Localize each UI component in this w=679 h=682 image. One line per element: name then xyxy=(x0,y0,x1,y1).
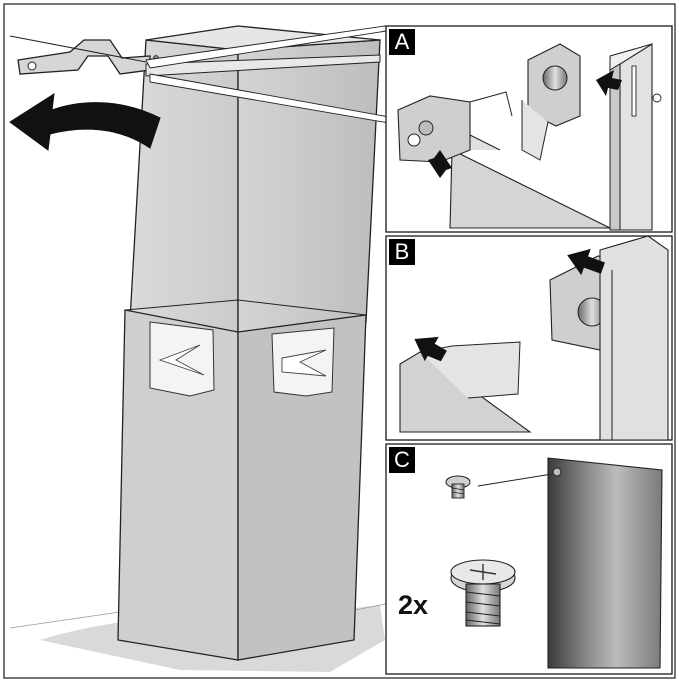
panel-label-b: B xyxy=(389,239,415,265)
panel-label-a: A xyxy=(389,29,415,55)
clip-left xyxy=(397,95,471,163)
rotate-arrow xyxy=(9,93,161,151)
arrow-a-left xyxy=(428,150,452,178)
tape-right xyxy=(271,327,335,397)
large-screw xyxy=(450,559,516,627)
detail-panel-c xyxy=(385,443,673,675)
screw-quantity-label: 2x xyxy=(398,590,429,620)
arrow-b-right xyxy=(567,248,605,276)
upper-chimney-side xyxy=(237,39,381,336)
lower-chimney-side xyxy=(237,314,367,661)
arrow-a-right xyxy=(596,70,622,96)
small-screw xyxy=(445,475,471,499)
panel-label-c: C xyxy=(389,447,415,473)
detail-panel-a xyxy=(385,25,673,233)
hood-panel-c xyxy=(547,457,663,669)
detail-panel-b xyxy=(385,235,673,441)
arrow-b-left xyxy=(414,336,447,362)
tape-left xyxy=(149,321,215,397)
chimney-illustration xyxy=(9,25,396,672)
